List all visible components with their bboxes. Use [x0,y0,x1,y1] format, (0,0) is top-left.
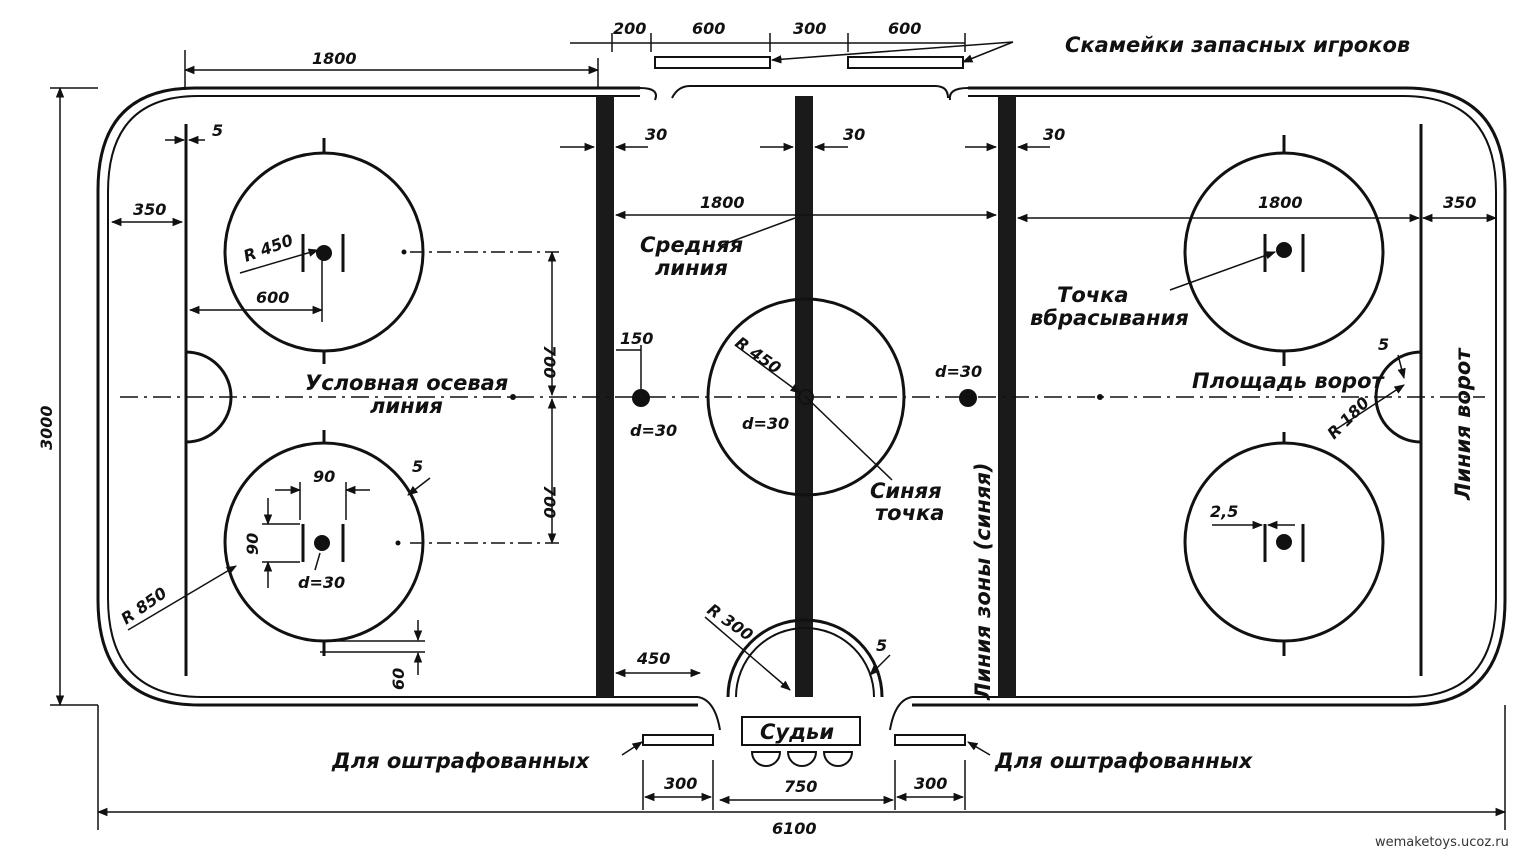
blue-line-right [998,96,1016,697]
dim-700a: 700 [540,345,559,378]
dim-30b: 30 [843,125,865,144]
bench-gate-left [639,87,657,101]
label-referees: Судьи [760,720,834,744]
dim-600-left: 600 [256,288,289,307]
neutral-dot-right [959,389,977,407]
dimension-lines [50,33,1507,830]
rink-boards-outer [96,86,1507,707]
bench-gate-right [948,87,969,101]
referee-box [741,716,861,746]
dim-600a: 600 [692,19,725,38]
faceoff-circle-bottom-right [1183,432,1385,656]
bench-enclosure [671,85,949,99]
label-center-line-2: линия [655,256,728,280]
penalty-bench-right [894,734,966,746]
axis-mark-left [510,394,516,400]
label-penalty-right: Для оштрафованных [994,749,1254,773]
label-penalty-left: Для оштрафованных [331,749,591,773]
label-axis-2: линия [370,394,443,418]
label-blue-dot-2: точка [875,501,944,525]
dim-r180: R 180 [1323,393,1373,443]
dim-200: 200 [613,19,646,38]
dim-150: 150 [620,329,653,348]
label-faceoff-1: Точка [1057,283,1129,307]
dim-600b: 600 [888,19,921,38]
axis-mark-top [401,249,407,255]
dim-300-right: 300 [914,774,947,793]
dim-750: 750 [784,777,817,796]
dim-300-left: 300 [664,774,697,793]
dim-60: 60 [389,668,408,690]
dim-30c: 30 [1043,125,1065,144]
label-blue-dot-1: Синяя [870,479,942,503]
dim-700b: 700 [540,485,559,518]
watermark: wemaketoys.ucoz.ru [1375,835,1509,850]
dim-5c: 5 [876,636,887,655]
dim-r850: R 850 [117,583,170,628]
bench-right [847,56,964,69]
dim-d30-neutral-right: d=30 [935,362,982,381]
penalty-gate-left [697,696,721,731]
dim-350-right: 350 [1443,193,1476,212]
dim-450: 450 [636,649,670,668]
penalty-bench-left [642,734,714,746]
dim-2-5: 2,5 [1210,502,1238,521]
dim-1800-right: 1800 [1258,193,1303,212]
dim-6100: 6100 [772,819,817,838]
rink-boards-inner [107,95,1497,698]
penalty-gate-right [889,696,913,731]
label-goal-crease: Площадь ворот [1192,369,1385,393]
dim-d30-faceoff: d=30 [298,573,345,592]
label-faceoff-2: вбрасывания [1030,306,1189,330]
dim-350-left: 350 [133,200,166,219]
center-dot [798,389,814,405]
dim-300-top: 300 [793,19,826,38]
axis-mark-bottom [395,540,401,546]
label-axis-1: Условная осевая [305,371,508,395]
dim-90-horizontal: 90 [313,467,335,486]
referee-seats [750,751,854,767]
dim-1800-top: 1800 [312,49,357,68]
dim-d30-neutral-left: d=30 [630,421,677,440]
axis-mark-right [1097,394,1103,400]
label-goal-line: Линия ворот [1451,347,1475,501]
label-benches: Скамейки запасных игроков [1065,33,1410,57]
dim-30a: 30 [645,125,667,144]
dim-90-vertical: 90 [243,533,262,555]
dim-3000: 3000 [37,405,56,450]
dim-1800-mid: 1800 [700,193,745,212]
faceoff-circle-top-right [1183,135,1385,366]
dim-d30-center: d=30 [742,414,789,433]
dim-5d: 5 [1378,335,1389,354]
dim-r450-top: R 450 [241,230,296,265]
label-blue-line: Линия зоны (синяя) [971,463,995,701]
dim-5a: 5 [212,121,223,140]
label-center-line-1: Средняя [640,233,743,257]
blue-line-left [596,96,614,697]
neutral-dot-left [632,389,650,407]
referee-crease-outer [726,618,884,698]
dim-r450-center: R 450 [732,333,785,378]
center-circle [706,297,906,497]
referee-crease-inner [735,627,875,698]
dim-5b: 5 [412,457,423,476]
bench-left [654,56,771,69]
